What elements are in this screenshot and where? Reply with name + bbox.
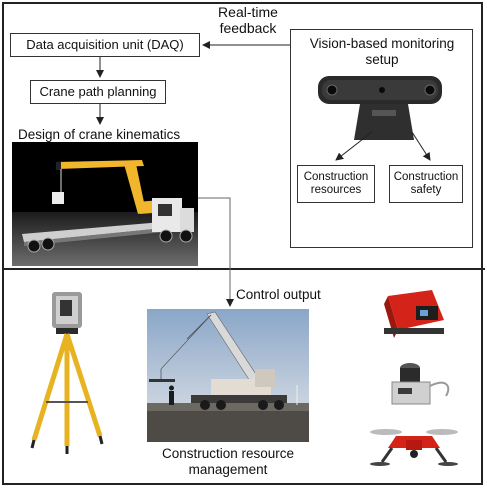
feedback-label: Real-time feedback [218, 4, 278, 37]
resources-box: Construction resources [297, 165, 375, 203]
kinematics-title: Design of crane kinematics [18, 127, 181, 142]
vision-setup-title: Vision-based monitoring setup [309, 36, 455, 67]
daq-box: Data acquisition unit (DAQ) [10, 33, 200, 57]
path-planning-box: Crane path planning [30, 80, 166, 104]
resources-label: Construction resources [303, 170, 369, 196]
management-label: Construction resource management [161, 446, 295, 477]
daq-label: Data acquisition unit (DAQ) [26, 36, 184, 52]
control-output-label: Control output [236, 287, 321, 302]
crane-kinematics-render [12, 142, 198, 266]
crane-truck-icon [12, 160, 198, 266]
path-planning-label: Crane path planning [39, 83, 157, 99]
mobile-crane-icon [147, 309, 309, 442]
section-divider [2, 268, 485, 270]
outer-frame [2, 2, 483, 485]
safety-label: Construction safety [393, 170, 459, 196]
safety-box: Construction safety [389, 165, 463, 203]
vision-setup-panel [290, 29, 473, 248]
construction-site-photo [147, 309, 309, 442]
